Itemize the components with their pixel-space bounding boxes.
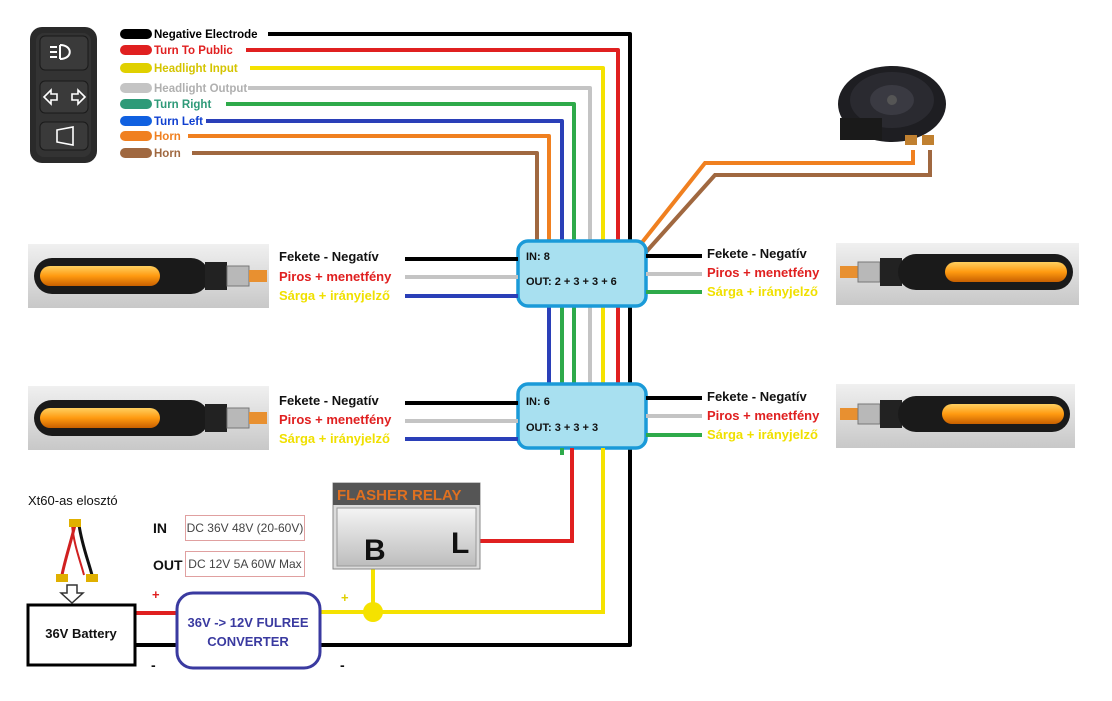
- indicator-lamp-top-right: [836, 243, 1079, 305]
- xt60-label: Xt60-as elosztó: [28, 493, 118, 508]
- spec-in-label: IN: [153, 520, 167, 536]
- flasher-b: B: [364, 534, 386, 567]
- flasher-relay: FLASHER RELAY B L: [332, 482, 481, 570]
- converter-line1: 36V -> 12V FULREE: [187, 615, 308, 630]
- horn-icon: [56, 126, 74, 146]
- flasher-l: L: [451, 527, 469, 560]
- plus-converter: +: [341, 590, 349, 605]
- label-headlight-input: Headlight Input: [154, 63, 238, 75]
- lamp-labels: Fekete - Negatív Piros + menetfény Sárga…: [279, 246, 820, 446]
- indicator-lamp-top-left: [28, 244, 269, 308]
- label-turn-left: Turn Left: [154, 116, 203, 128]
- spec-in-value: DC 36V 48V (20-60V): [185, 515, 305, 541]
- flasher-title: FLASHER RELAY: [337, 487, 461, 504]
- tr-indicator: Sárga + irányjelző: [707, 284, 818, 299]
- indicator-lamp-bottom-left: [28, 386, 269, 450]
- spec-out-value: DC 12V 5A 60W Max: [185, 551, 305, 577]
- junction-top: IN: 8 OUT: 2 + 3 + 3 + 6: [516, 239, 648, 308]
- label-turn-to-public: Turn To Public: [154, 45, 233, 57]
- label-headlight-output: Headlight Output: [154, 83, 247, 95]
- polarity-marks: + + - -: [151, 587, 349, 673]
- junction-top-in: IN: 8: [526, 251, 550, 263]
- bl-running: Piros + menetfény: [279, 412, 392, 427]
- handlebar-switch: [30, 27, 97, 163]
- tl-negative: Fekete - Negatív: [279, 249, 379, 264]
- horn: [838, 66, 946, 145]
- switch-wire-plugs: [120, 29, 152, 158]
- horn-wires: [638, 150, 932, 254]
- tl-indicator: Sárga + irányjelző: [279, 288, 390, 303]
- label-horn-brown: Horn: [154, 148, 181, 160]
- lamp-wires: [405, 254, 702, 441]
- converter: 36V -> 12V FULREE CONVERTER: [175, 591, 322, 670]
- junction-top-out: OUT: 2 + 3 + 3 + 6: [526, 276, 617, 288]
- battery-label: 36V Battery: [45, 626, 117, 641]
- junction-bottom-in: IN: 6: [526, 396, 550, 408]
- lower-wires: [135, 448, 605, 615]
- minus-converter: -: [340, 657, 345, 673]
- br-indicator: Sárga + irányjelző: [707, 427, 818, 442]
- yellow-splice-dot: [363, 602, 383, 622]
- tr-negative: Fekete - Negatív: [707, 246, 807, 261]
- switch-wires: [135, 32, 632, 647]
- br-running: Piros + menetfény: [707, 408, 820, 423]
- junction-bottom: IN: 6 OUT: 3 + 3 + 3: [516, 382, 648, 450]
- switch-labels: Negative Electrode Turn To Public Headli…: [154, 29, 258, 160]
- label-horn-orange: Horn: [154, 131, 181, 143]
- plus-battery: +: [152, 587, 160, 602]
- arrow-left-icon: [42, 88, 58, 106]
- arrow-right-icon: [71, 88, 87, 106]
- spec-out-label: OUT: [153, 557, 183, 573]
- indicator-lamp-bottom-right: [836, 384, 1075, 448]
- converter-line2: CONVERTER: [207, 634, 289, 649]
- down-arrow-icon: [59, 584, 85, 605]
- inter-junction-wires: [547, 307, 620, 384]
- bl-negative: Fekete - Negatív: [279, 393, 379, 408]
- xt60-splitter: [56, 519, 98, 582]
- label-turn-right: Turn Right: [154, 99, 211, 111]
- headlight-icon: [50, 44, 71, 60]
- tr-running: Piros + menetfény: [707, 265, 820, 280]
- junction-bottom-out: OUT: 3 + 3 + 3: [526, 422, 598, 434]
- tl-running: Piros + menetfény: [279, 269, 392, 284]
- label-negative-electrode: Negative Electrode: [154, 29, 258, 41]
- bl-indicator: Sárga + irányjelző: [279, 431, 390, 446]
- battery: 36V Battery: [26, 603, 137, 667]
- br-negative: Fekete - Negatív: [707, 389, 807, 404]
- minus-battery: -: [151, 657, 156, 673]
